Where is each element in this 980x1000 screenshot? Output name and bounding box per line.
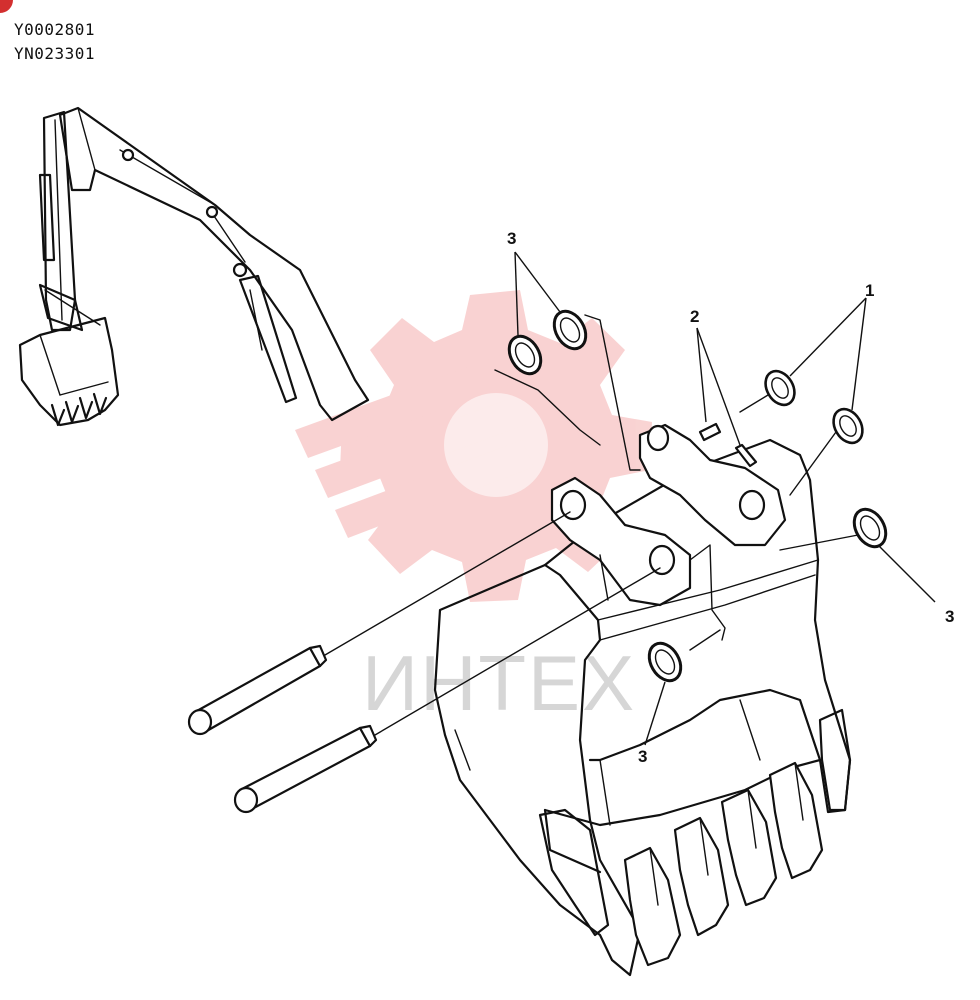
callout-3-top: 3 — [507, 229, 516, 248]
part-code-2: YN023301 — [14, 44, 96, 63]
shim-rings — [507, 309, 888, 683]
dowel-pins — [698, 422, 758, 468]
callout-1: 1 — [865, 281, 874, 300]
part-code-1: Y0002801 — [14, 20, 96, 39]
watermark-gear-hub — [444, 393, 548, 497]
corner-marker — [0, 0, 13, 13]
pin-lower — [233, 567, 661, 814]
callout-3-right: 3 — [945, 607, 954, 626]
pin-upper — [187, 511, 571, 736]
callout-leaders — [514, 251, 936, 746]
install-guides — [494, 314, 859, 651]
bucket-assembly — [433, 423, 852, 977]
callout-2: 2 — [690, 307, 699, 326]
excavator-arm-overview — [18, 106, 370, 427]
watermark-text: ИНТЕХ — [362, 639, 636, 727]
callout-3-lower: 3 — [638, 747, 647, 766]
